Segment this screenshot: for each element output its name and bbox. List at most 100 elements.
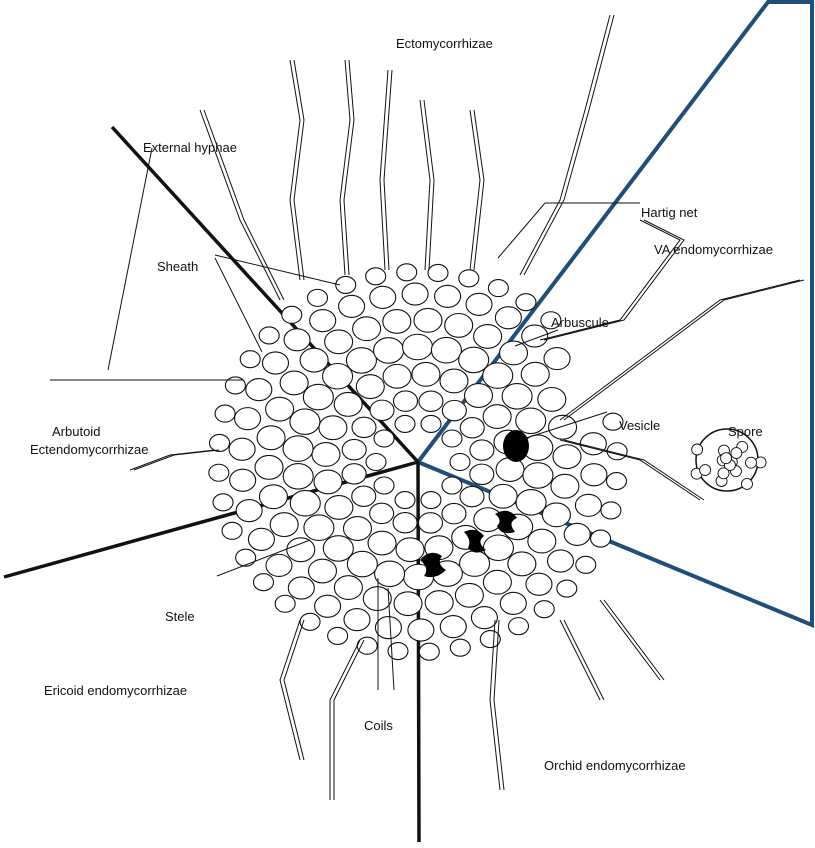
root-cell [352, 417, 376, 437]
root-cell [325, 330, 353, 354]
root-cell [290, 409, 320, 435]
root-cell [459, 347, 489, 373]
root-cell [366, 454, 386, 471]
root-cell [312, 443, 340, 467]
root-cell [303, 384, 333, 410]
root-cell [442, 477, 462, 494]
label-external-hyphae: External hyphae [143, 140, 237, 155]
label-ericoid: Ericoid endomycorrhizae [44, 683, 187, 698]
root-cell [275, 595, 295, 612]
root-cell [210, 434, 230, 451]
hypha [470, 110, 480, 270]
root-cell [310, 310, 336, 332]
root-cell [240, 351, 260, 368]
spore-cell [745, 457, 756, 468]
hypha [384, 70, 392, 270]
root-cell [470, 440, 494, 460]
label-spore: Spore [728, 424, 763, 439]
spore-cell [692, 444, 703, 455]
root-cell [419, 643, 439, 660]
root-cell [396, 538, 424, 562]
root-cell [500, 341, 528, 365]
root-cell [370, 400, 394, 420]
spore-cell [741, 478, 752, 489]
hypha [560, 440, 700, 500]
root-cell [344, 609, 370, 631]
root-cell [342, 464, 366, 484]
root-cell [255, 455, 283, 479]
root-cell [500, 592, 526, 614]
root-cell [526, 573, 552, 595]
root-cell [553, 445, 581, 469]
root-cell [283, 464, 313, 490]
root-cell [357, 637, 377, 654]
label-sheath: Sheath [157, 259, 198, 274]
root-cell [314, 470, 342, 494]
spore-cell [718, 468, 729, 479]
spore-cell [721, 453, 732, 464]
root-cell [421, 415, 441, 432]
root-cell [328, 627, 348, 644]
root-cell [284, 329, 310, 351]
root-cell [418, 513, 442, 533]
label-ectendomycorrhizae: Ectendomycorrhizae [30, 442, 149, 457]
root-cell [253, 574, 273, 591]
root-cell [414, 308, 442, 332]
root-cell [575, 494, 601, 516]
label-vesicle: Vesicle [619, 418, 660, 433]
root-cell [334, 576, 362, 600]
root-cell [383, 310, 411, 334]
hypha [344, 60, 354, 275]
root-cell [488, 280, 508, 297]
root-cell [421, 492, 441, 509]
hypha [200, 110, 280, 300]
root-cell [606, 473, 626, 490]
root-cell [339, 295, 365, 317]
root-cell [431, 337, 461, 363]
root-cell [323, 536, 353, 562]
root-cell [460, 486, 484, 506]
root-cell [542, 503, 570, 527]
root-cell [229, 438, 255, 460]
root-cell [209, 464, 229, 481]
root-cell [266, 397, 294, 421]
root-cell [495, 307, 521, 329]
root-cell [474, 508, 502, 532]
root-cell [466, 293, 492, 315]
root-cell [402, 283, 428, 305]
root-cell [471, 607, 497, 629]
root-cell [363, 587, 391, 611]
root-cell [290, 490, 320, 516]
label-coils: Coils [364, 718, 393, 733]
root-cell [440, 369, 468, 393]
root-cell [534, 601, 554, 618]
root-cell [263, 352, 289, 374]
root-cell [564, 523, 590, 545]
root-cell [222, 522, 242, 539]
root-cell [280, 371, 308, 395]
root-cell [236, 549, 256, 566]
root-cell [370, 286, 396, 308]
root-cell [356, 375, 384, 399]
root-cell [465, 384, 493, 408]
vesicle-body [503, 430, 529, 462]
root-cell [547, 550, 573, 572]
root-cell [353, 317, 381, 341]
root-cell [435, 285, 461, 307]
root-cell [283, 436, 313, 462]
root-cell [215, 405, 235, 422]
label-orchid: Orchid endomycorrhizae [544, 758, 686, 773]
root-cell [334, 392, 362, 416]
root-cell [259, 327, 279, 344]
root-cell [450, 639, 470, 656]
root-cell [502, 384, 532, 410]
root-cell [368, 531, 396, 555]
label-hartig-net: Hartig net [641, 205, 697, 220]
root-cell [516, 408, 546, 434]
hypha [604, 600, 664, 680]
root-cell [393, 513, 417, 533]
root-cell [304, 515, 334, 541]
root-cell [549, 415, 577, 439]
hypha [560, 280, 800, 420]
